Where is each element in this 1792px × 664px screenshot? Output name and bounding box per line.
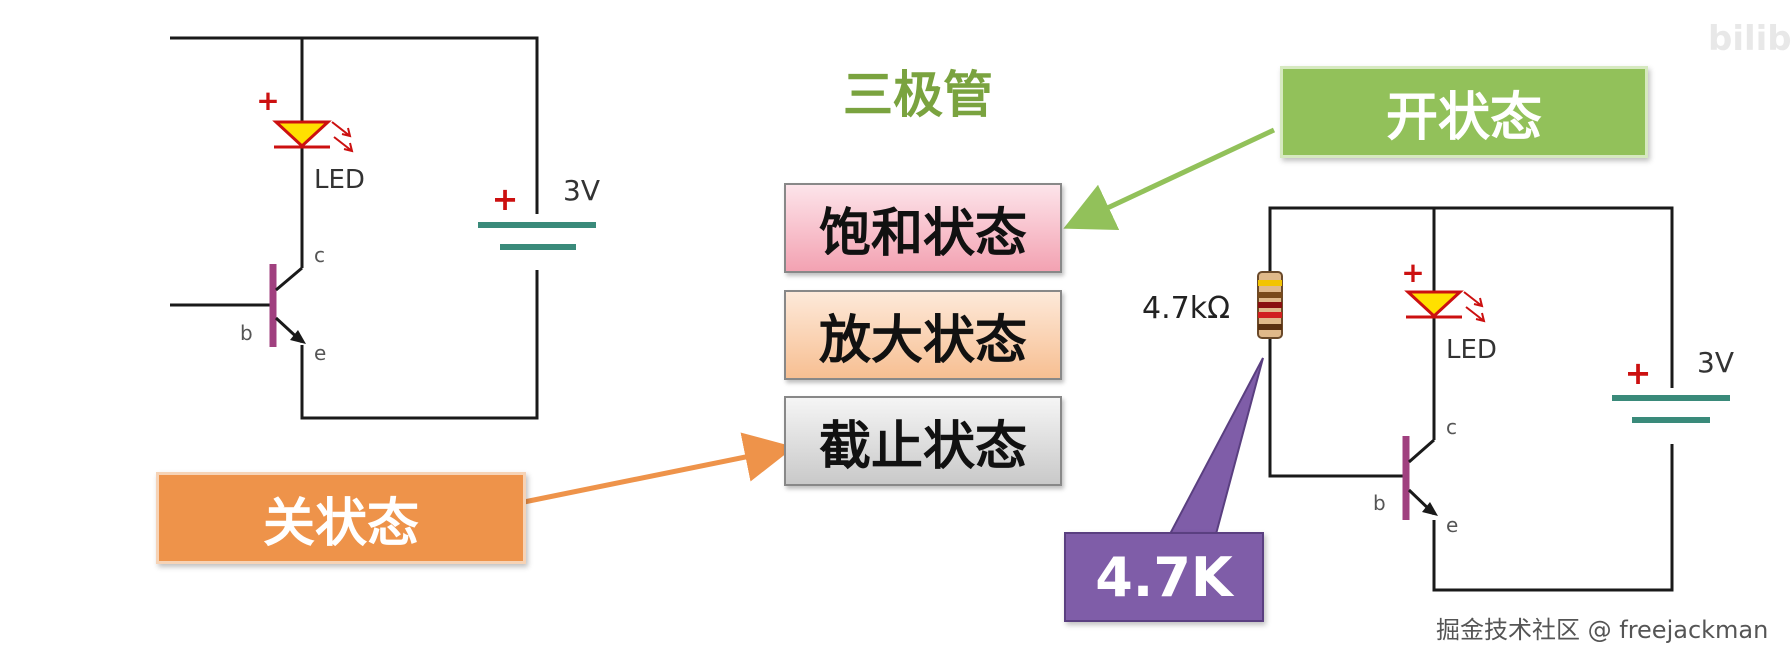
cutoff-state-box: 截止状态 [784,396,1062,486]
on-state-label: 开状态 [1385,87,1542,148]
saturation-state-box: 饱和状态 [784,183,1062,273]
right-wire-base-loop [1268,336,1404,478]
right-wire-outer [1268,206,1674,592]
right-circuit: 4.7kΩ + LED c b e + 3V [1142,206,1734,592]
left-battery-voltage: 3V [563,174,600,207]
right-led-plus: + [1401,256,1424,289]
left-collector-label: c [314,243,325,267]
left-circuit: + LED c b e + 3V [170,36,600,420]
bilibili-logo: bilibili [1708,19,1792,59]
left-transistor-icon [269,264,306,347]
left-battery-plus: + [492,180,519,218]
left-emitter-label: e [314,341,326,365]
diagram-title: 三极管 [843,66,993,124]
amplification-state-label: 放大状态 [818,310,1027,371]
off-state-label: 关状态 [262,493,419,554]
off-arrow [523,432,795,505]
on-arrow [1063,127,1276,231]
left-battery-icon [478,214,596,270]
resistor-icon [1257,271,1283,339]
watermark-text: 掘金技术社区 @ freejackman [1436,616,1768,644]
right-led-icon [1404,290,1486,323]
left-led-plus: + [256,84,279,117]
right-emitter-label: e [1446,513,1458,537]
amplification-state-box: 放大状态 [784,290,1062,380]
right-battery-icon [1612,388,1730,444]
saturation-state-label: 饱和状态 [818,203,1027,264]
left-wire-top [170,36,539,420]
off-state-callout: 关状态 [156,472,526,564]
right-battery-voltage: 3V [1697,346,1734,379]
left-base-label: b [240,321,253,345]
right-transistor-icon [1402,436,1438,520]
left-led-icon [272,120,354,153]
right-battery-plus: + [1625,354,1652,392]
resistor-callout-label: 4.7K [1095,545,1233,609]
on-state-callout: 开状态 [1280,66,1648,158]
resistor-callout-pointer [1168,357,1264,535]
resistor-callout: 4.7K [1064,532,1264,622]
left-led-label: LED [314,165,365,195]
resistor-value-label: 4.7kΩ [1142,291,1230,326]
right-base-label: b [1373,491,1386,515]
cutoff-state-label: 截止状态 [818,416,1027,477]
right-collector-label: c [1446,415,1457,439]
right-led-label: LED [1446,335,1497,365]
